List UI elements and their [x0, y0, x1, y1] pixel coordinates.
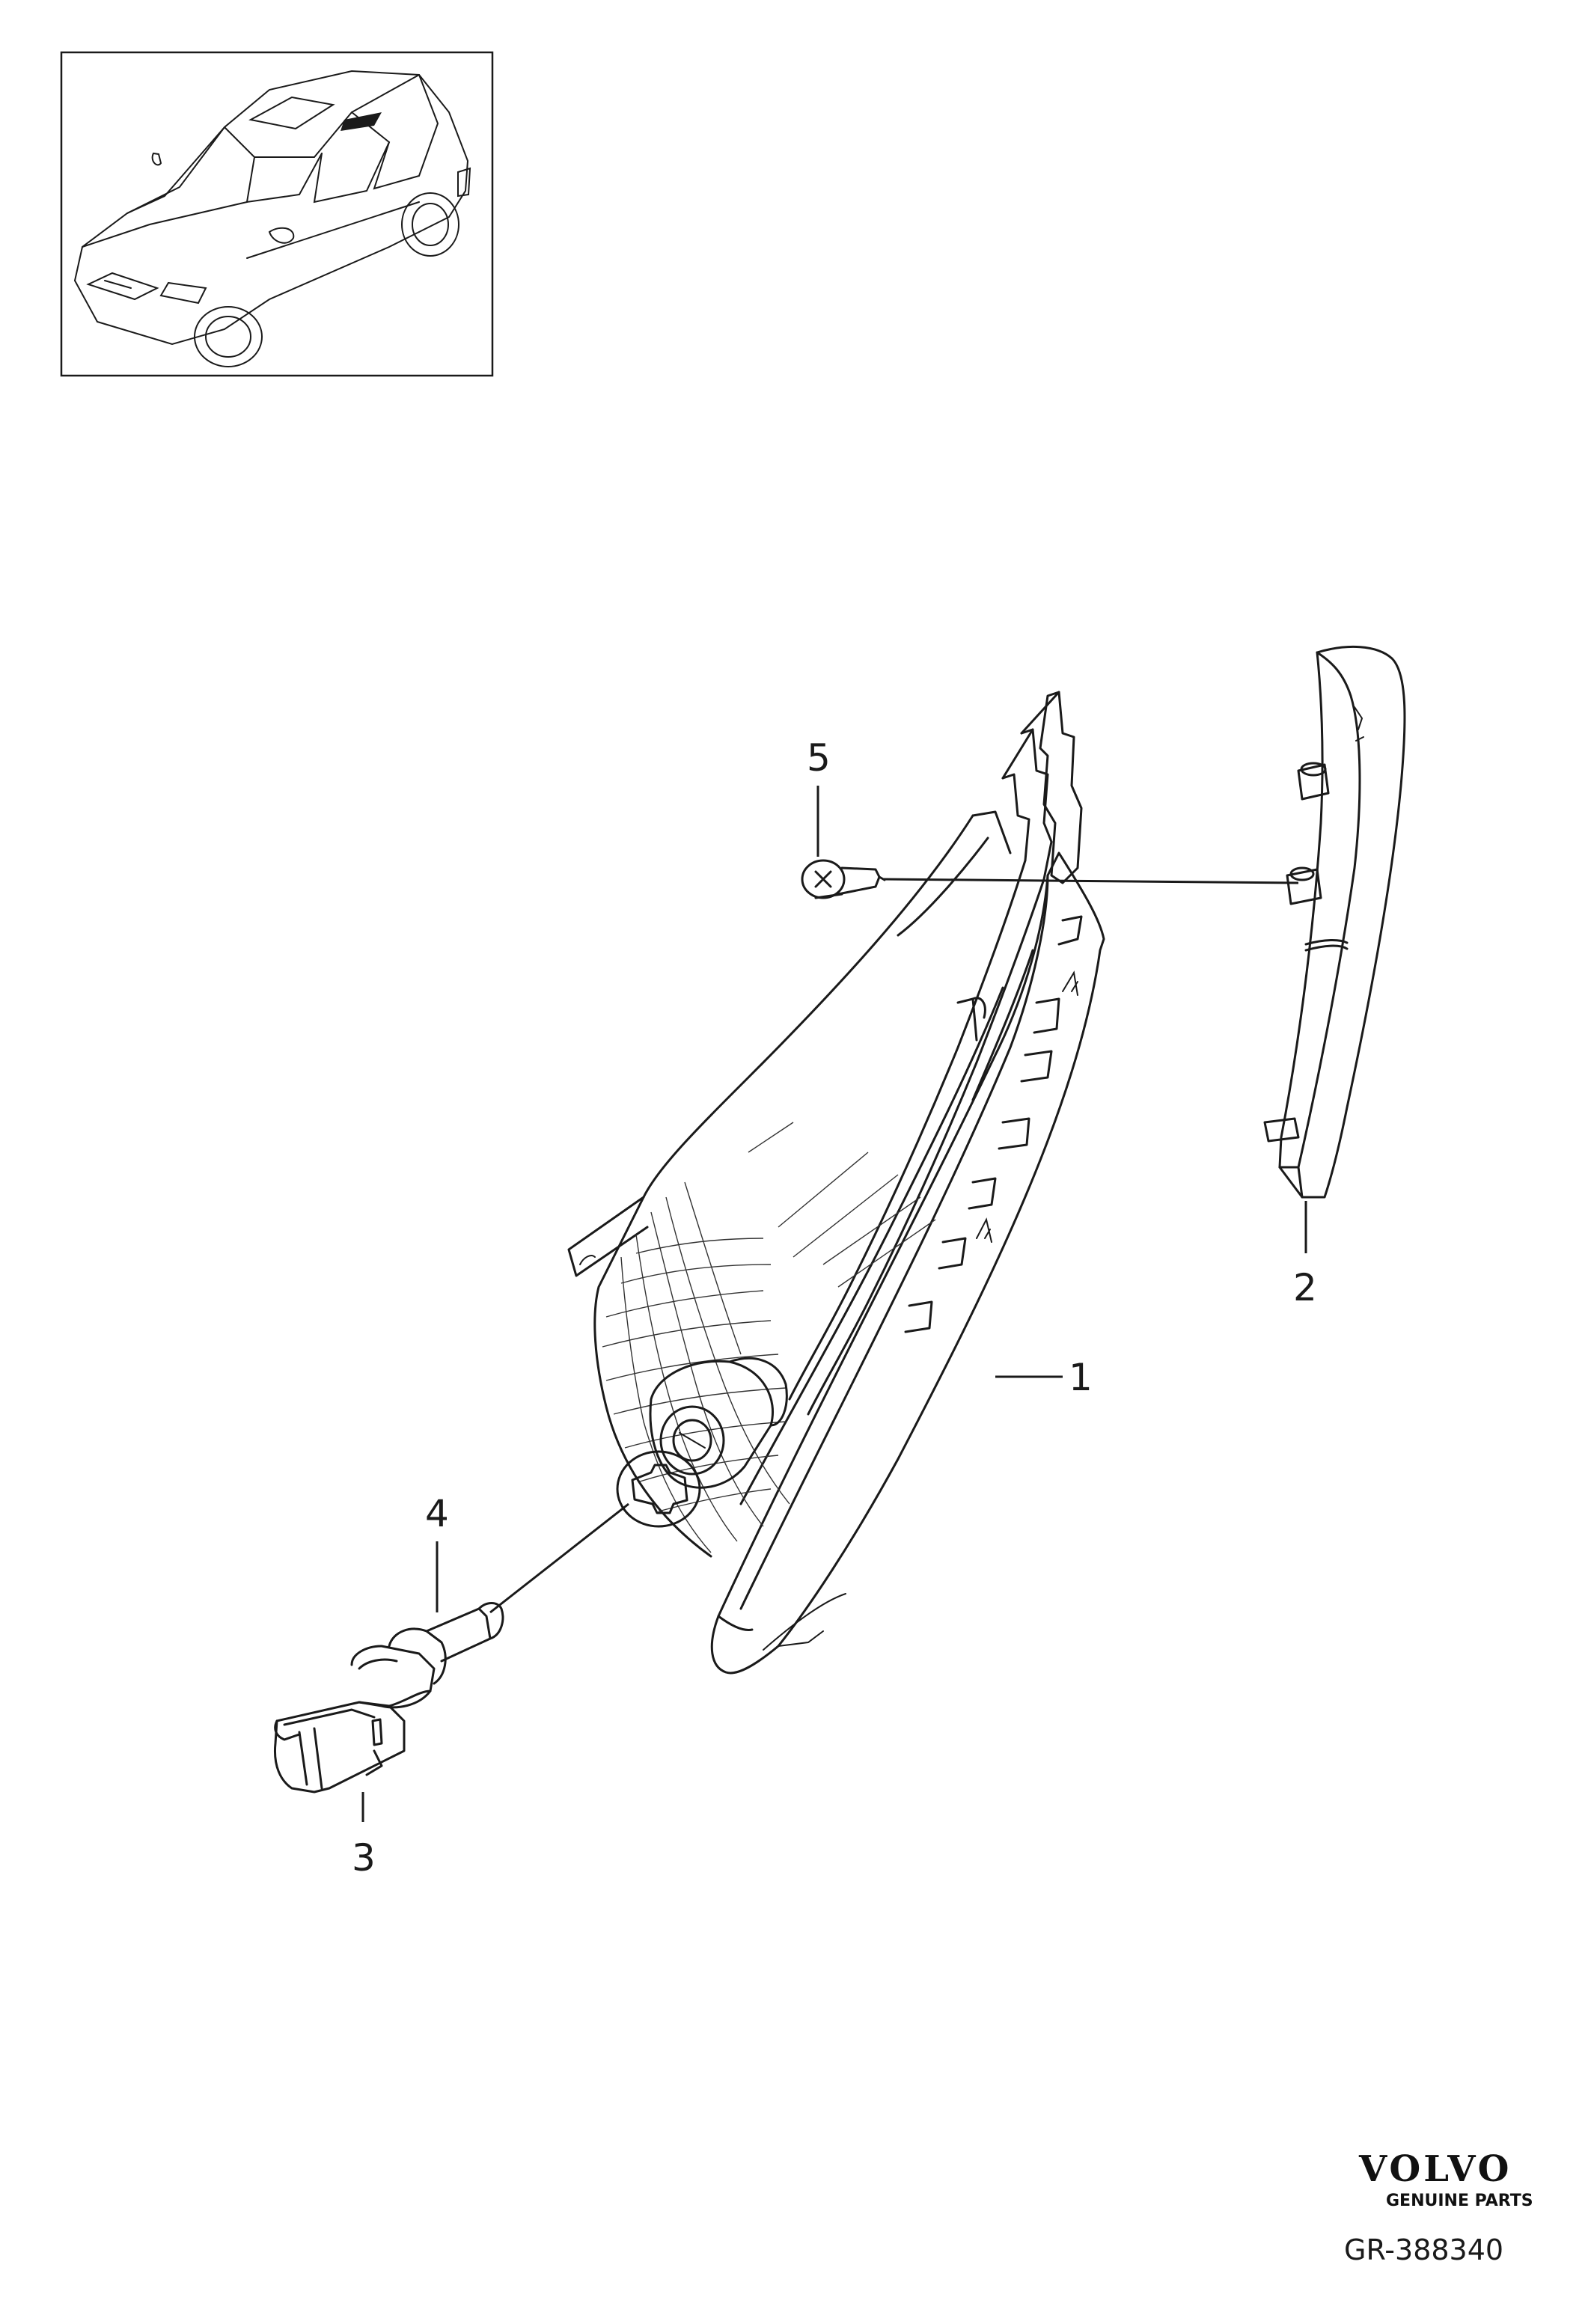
vehicle-inset	[60, 51, 494, 377]
part-1-lamp-housing	[567, 691, 1105, 1675]
callout-part-3: 3	[352, 1836, 376, 1880]
lamp-mounting-rib	[807, 878, 1045, 1416]
bulb-assembly-axis	[489, 1502, 629, 1614]
reflector-grid	[602, 1181, 790, 1553]
lamp-back-shell	[593, 814, 974, 1558]
leader-lines	[361, 786, 1307, 1822]
callout-part-1: 1	[1069, 1356, 1093, 1399]
callout-part-5: 5	[807, 736, 831, 780]
screw-assembly-axis	[882, 878, 1299, 884]
callout-part-4: 4	[425, 1492, 449, 1535]
callout-part-2: 2	[1293, 1266, 1317, 1309]
brand-block: VOLVO GENUINE PARTS GR-388340	[1344, 2148, 1533, 2266]
part-5-screw	[801, 859, 886, 899]
lamp-outer-bezel	[710, 851, 1105, 1675]
suv-outline-icon	[74, 70, 471, 367]
reference-code: GR-388340	[1344, 2233, 1503, 2266]
brand-tagline: GENUINE PARTS	[1386, 2192, 1533, 2210]
upper-flange-rear	[1039, 691, 1083, 884]
brand-wordmark: VOLVO	[1358, 2148, 1512, 2190]
part-2-lens-trim	[1263, 646, 1406, 1199]
part-4-bulb	[425, 1602, 504, 1663]
part-3-bulb-holder	[273, 1627, 447, 1794]
bayonet-opening	[616, 1450, 701, 1528]
